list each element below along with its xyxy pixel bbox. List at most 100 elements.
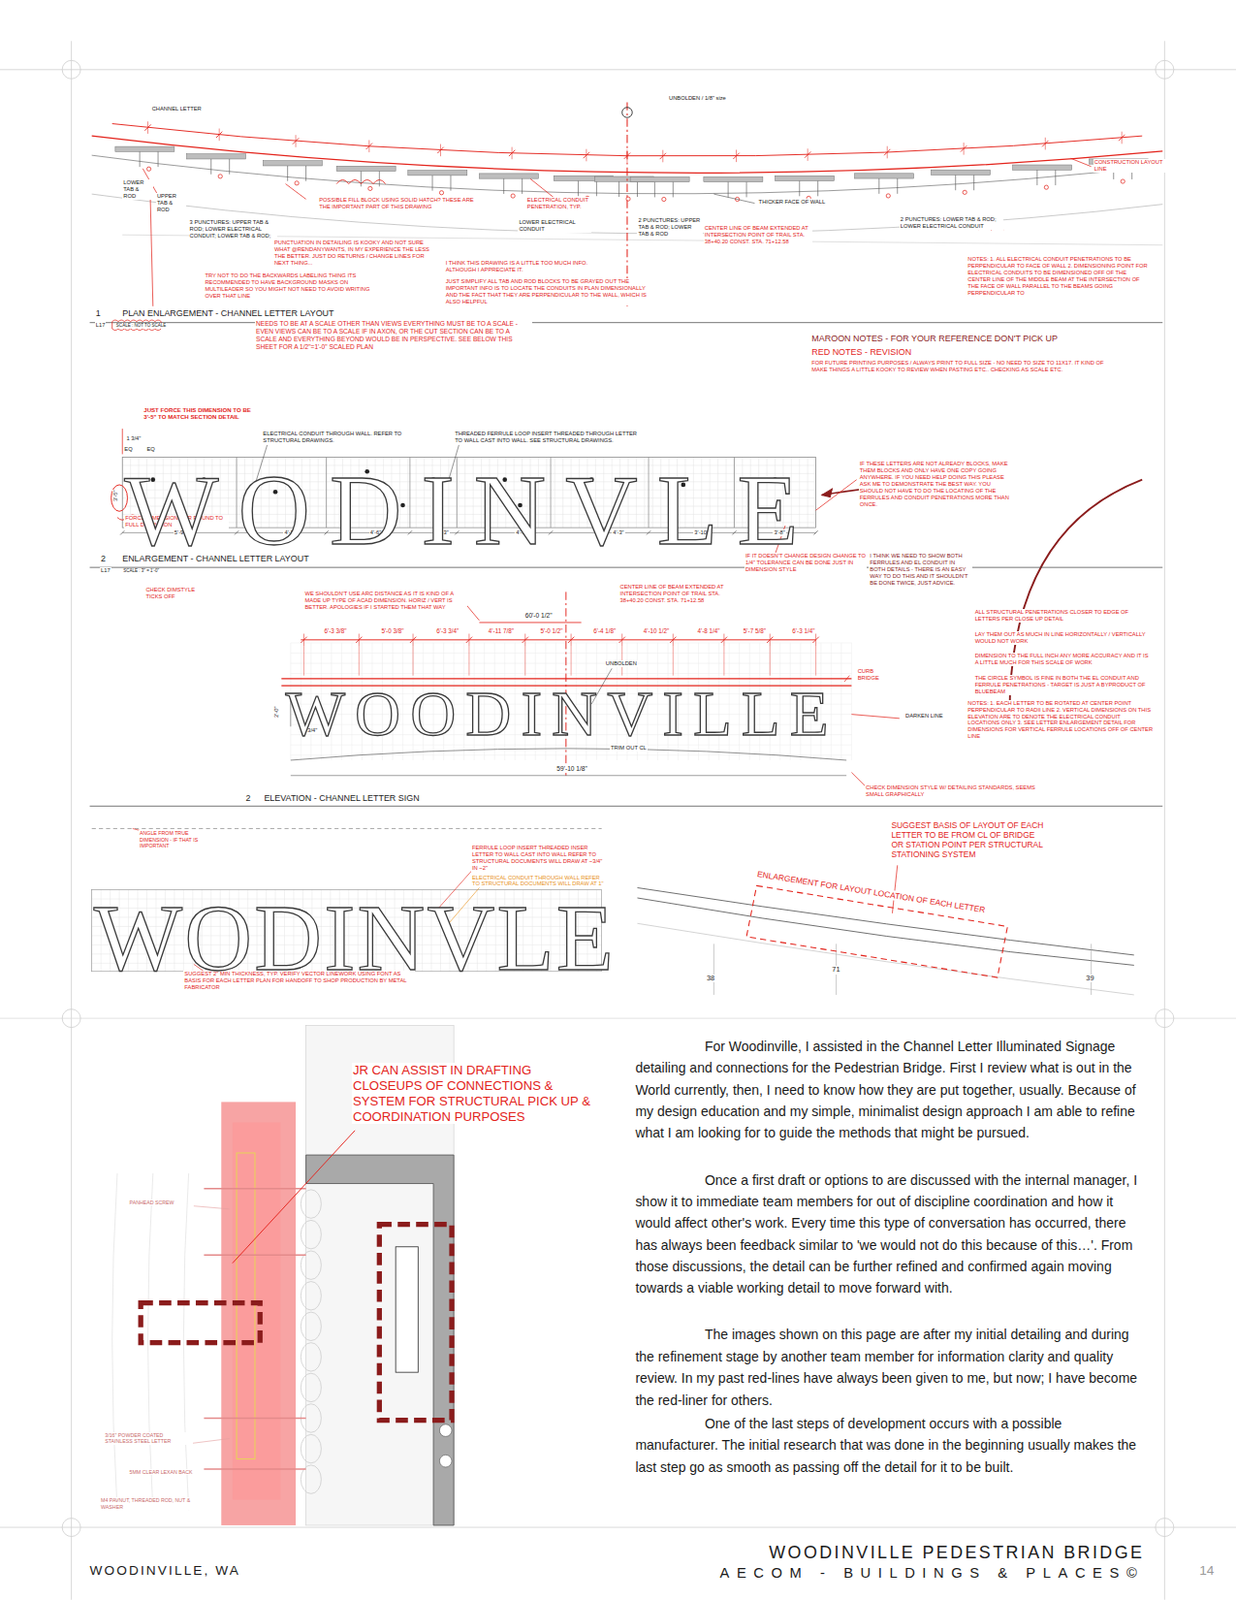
crop-mark: [1155, 1009, 1174, 1028]
note-text: L17: [95, 321, 107, 329]
note-text: I THINK THIS DRAWING IS A LITTLE TOO MUC…: [444, 259, 610, 274]
tab-rod: [158, 151, 159, 167]
note-text: LAY THEM OUT AS MUCH IN LINE HORIZONTALL…: [974, 631, 1152, 645]
note-text: NOTES: 1. ALL ELECTRICAL CONDUIT PENETRA…: [966, 255, 1150, 297]
tab-rod: [636, 181, 638, 197]
bridge-edge: [636, 897, 1134, 965]
tab-rod: [798, 181, 800, 197]
dimension-tick: [735, 149, 737, 162]
channel-letter-plan: [855, 173, 915, 179]
dimension-tick: [887, 146, 888, 159]
note-text: 2 PUNCTURES: LOWER TAB & ROD; LOWER ELEC…: [899, 216, 1004, 230]
tab-rod: [954, 174, 956, 191]
dimension-line: [478, 621, 581, 623]
center-line-symbol: [622, 107, 634, 119]
note-text: 4'-8 1/4": [697, 627, 722, 635]
crop-mark: [1155, 60, 1174, 79]
insert-slot: [395, 1246, 418, 1372]
title-rule: [90, 567, 1164, 569]
conduit-penetration: [886, 193, 890, 198]
note-text: TRY NOT TO DO THE BACKWARDS LABELING THI…: [203, 272, 380, 300]
note-text: EQ: [123, 445, 133, 453]
note-text: SCALE : NOT TO SCALE: [115, 322, 167, 328]
dimension-tick: [524, 633, 526, 647]
dimension-tick: [662, 150, 664, 163]
channel-letter-plan: [336, 165, 396, 171]
channel-letter-plan: [187, 154, 247, 159]
dimension-tick: [723, 633, 725, 647]
dimension-tick: [440, 144, 442, 158]
crop-line: [0, 68, 1236, 70]
extension-line: [412, 645, 414, 676]
tab-rod: [577, 180, 579, 196]
note-text: 5MM CLEAR LEXAN BACK: [128, 1468, 194, 1475]
crop-line: [70, 40, 72, 1599]
note-text: ELECTRICAL CONDUIT THROUGH WALL. REFER T…: [261, 430, 417, 444]
heading-text: PLAN ENLARGEMENT - CHANNEL LETTER LAYOUT: [121, 308, 335, 319]
heading-text: 2: [244, 792, 252, 804]
extension-line: [769, 645, 771, 676]
heading-text: MAROON NOTES - FOR YOUR REFERENCE DON'T …: [810, 333, 1059, 345]
lens-layer: [300, 1342, 321, 1371]
dimension-tick: [368, 139, 370, 153]
station-line: [713, 943, 715, 995]
letter-face: [232, 1121, 281, 1499]
tab-rod: [139, 151, 141, 167]
revision-cloud: [336, 179, 385, 184]
dimension-tick: [621, 633, 623, 647]
tab-rod: [618, 181, 620, 197]
note-text: I THINK WE NEED TO SHOW BOTH FERRULES AN…: [868, 552, 973, 587]
dimension-tick: [295, 134, 297, 148]
tab-rod: [379, 171, 381, 188]
dimension-tick: [1045, 137, 1046, 151]
dimension-tick: [585, 149, 587, 162]
channel-letter-plan: [775, 175, 835, 181]
leader-line: [232, 1130, 355, 1264]
connection-rod: [203, 1417, 306, 1419]
connection-rod: [203, 1467, 306, 1469]
note-text: SCALE : 3" = 1'-0": [122, 568, 160, 573]
heading-text: 1: [95, 308, 102, 319]
note-text: FOR FUTURE PRINTING PURPOSES / ALWAYS PR…: [810, 359, 1109, 374]
lens-layer: [300, 1433, 321, 1462]
dimension-tick: [412, 633, 414, 647]
dimension-tick: [672, 633, 674, 647]
note-text: 1 3/4": [125, 435, 142, 443]
channel-letters: WOODINVILLE: [285, 682, 839, 746]
channel-letter-plan: [408, 170, 468, 176]
leader-line: [285, 184, 307, 200]
heading-text: SUGGEST BASIS OF LAYOUT OF EACH LETTER T…: [889, 820, 1046, 859]
center-line: [626, 101, 628, 306]
dimension-tick: [511, 147, 513, 160]
channel-letters: WODINVLE: [124, 460, 818, 561]
curb-line: [281, 677, 852, 679]
leader-line: [816, 479, 857, 511]
note-text: CENTER LINE OF BEAM EXTENDED AT INTERSEC…: [703, 224, 813, 246]
note-text: 5'-0 3/8": [380, 627, 405, 635]
bridge-arc: [290, 748, 847, 761]
body-paragraph: For Woodinville, I assisted in the Chann…: [634, 1035, 1142, 1144]
conduit-penetration: [1044, 185, 1048, 190]
arrowhead: [822, 488, 833, 497]
crop-mark: [62, 60, 81, 79]
note-text: L17: [99, 567, 112, 574]
tab-rod: [817, 181, 819, 197]
note-text: 4'-11 7/8": [487, 627, 515, 635]
crop-mark: [62, 1518, 81, 1537]
channel-letter-plan: [115, 146, 175, 152]
heading-text: ENLARGEMENT FOR LAYOUT LOCATION OF EACH …: [755, 868, 987, 916]
extension-line: [303, 645, 305, 676]
tab-rod: [672, 182, 674, 198]
conduit-penetration: [146, 166, 151, 171]
dimension-tick: [219, 128, 221, 142]
dimension-tick: [358, 633, 360, 647]
leader-line: [193, 1205, 230, 1209]
note-text: THICKER FACE OF WALL: [758, 198, 827, 206]
connection-rod: [203, 1253, 306, 1255]
note-text: M4 PAVNUT, THREADED ROD, NUT & WASHER: [99, 1496, 199, 1510]
grid-line: [840, 642, 842, 761]
note-text: 2'-0": [273, 704, 281, 718]
heading-text: ELEVATION - CHANNEL LETTER SIGN: [262, 792, 420, 804]
sheet-title: WOODINVILLE PEDESTRIAN BRIDGE: [768, 1542, 1144, 1563]
